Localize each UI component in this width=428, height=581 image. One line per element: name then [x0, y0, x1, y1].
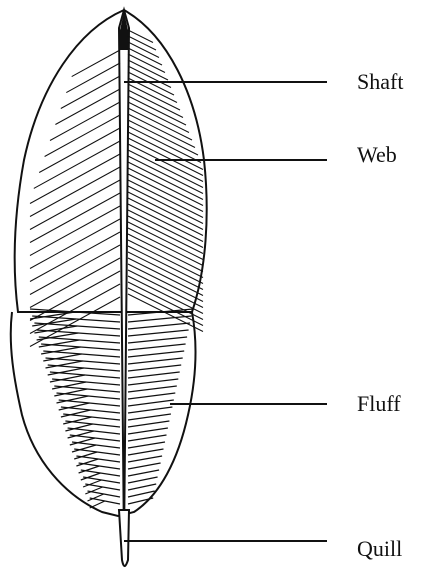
fluff-barbs — [30, 309, 193, 508]
barb-line — [90, 501, 105, 508]
barb-line — [128, 180, 203, 218]
barb-line — [128, 477, 158, 483]
barb-line — [128, 407, 172, 413]
barb-line — [128, 126, 201, 163]
barb-line — [128, 198, 203, 236]
barb-line — [72, 50, 120, 77]
barb-line — [128, 442, 165, 448]
barb-line — [128, 156, 203, 194]
barb-line — [46, 358, 121, 364]
barb-line — [128, 138, 203, 176]
barb-line — [30, 271, 120, 321]
barb-line — [128, 393, 175, 399]
barb-line — [128, 216, 203, 254]
barb-line — [128, 186, 203, 224]
barb-line — [50, 372, 120, 378]
barb-line — [55, 89, 120, 125]
barb-line — [128, 400, 174, 406]
barb-line — [128, 435, 167, 441]
barb-line — [128, 96, 186, 125]
barb-line — [128, 204, 203, 242]
barb-line — [30, 167, 120, 217]
barb-line — [30, 219, 120, 269]
barb-line — [128, 222, 203, 260]
barb-line — [128, 30, 153, 43]
barb-line — [128, 210, 203, 248]
barb-line — [90, 498, 120, 504]
barb-line — [43, 351, 120, 357]
barb-line — [128, 264, 203, 302]
barb-line — [30, 232, 120, 282]
barb-line — [128, 102, 189, 133]
barb-line — [128, 414, 171, 420]
barb-line — [128, 246, 203, 284]
fluff-label: Fluff — [357, 393, 401, 415]
barb-line — [85, 484, 120, 490]
barb-line — [48, 365, 120, 371]
barb-line — [128, 162, 203, 200]
barb-line — [39, 128, 120, 173]
shaft-label: Shaft — [357, 71, 403, 93]
barb-line — [45, 115, 120, 157]
barb-line — [128, 449, 164, 455]
barb-line — [128, 337, 187, 343]
barb-line — [128, 258, 203, 296]
barb-line — [128, 463, 161, 469]
quill-label: Quill — [357, 538, 402, 560]
shaft — [119, 10, 129, 545]
barb-line — [128, 379, 178, 385]
barb-line — [128, 344, 186, 350]
barb-line — [128, 42, 159, 58]
barb-line — [128, 470, 159, 476]
barb-line — [128, 358, 183, 364]
quill — [119, 510, 129, 566]
barb-line — [128, 108, 192, 140]
barb-line — [30, 154, 120, 204]
barb-line — [128, 240, 203, 278]
barb-line — [83, 477, 120, 483]
barb-line — [128, 428, 168, 434]
barb-line — [30, 245, 120, 295]
barb-line — [128, 72, 174, 95]
barb-line — [128, 491, 155, 497]
barb-line — [128, 132, 203, 170]
barb-line — [128, 484, 156, 490]
barb-line — [34, 141, 120, 188]
barb-line — [128, 270, 203, 308]
barb-line — [128, 90, 183, 118]
barb-line — [88, 491, 121, 497]
barbs — [30, 30, 203, 347]
barb-line — [128, 421, 169, 427]
barb-line — [128, 234, 203, 272]
web-label: Web — [357, 144, 397, 166]
barb-line — [128, 498, 153, 504]
barb-line — [128, 323, 190, 329]
barb-line — [30, 258, 120, 308]
barb-line — [128, 351, 184, 357]
barb-line — [30, 193, 120, 243]
barb-line — [128, 66, 171, 88]
barb-line — [128, 228, 203, 266]
barb-line — [128, 144, 203, 182]
barb-line — [128, 174, 203, 212]
barb-line — [128, 60, 168, 80]
barb-line — [128, 365, 181, 371]
barb-line — [128, 276, 203, 314]
barb-line — [128, 168, 203, 206]
barb-line — [30, 206, 120, 256]
barb-line — [128, 372, 180, 378]
barb-line — [41, 344, 120, 350]
barb-line — [128, 150, 203, 188]
barb-line — [128, 36, 156, 50]
barb-line — [128, 252, 203, 290]
barb-line — [66, 63, 120, 93]
barb-line — [128, 330, 189, 336]
barb-line — [128, 386, 177, 392]
barb-line — [128, 288, 203, 326]
barb-line — [128, 192, 203, 230]
barb-line — [30, 180, 120, 230]
barb-line — [61, 76, 120, 109]
barb-line — [128, 456, 162, 462]
